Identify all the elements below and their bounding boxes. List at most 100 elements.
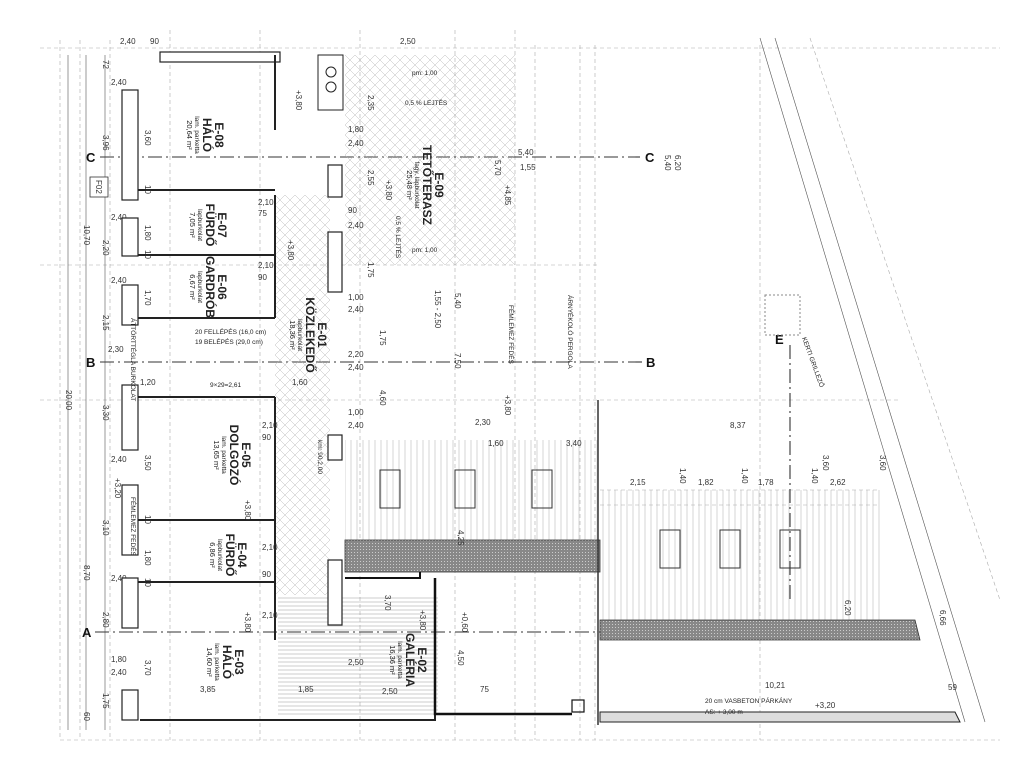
room-e04: E-04 FÜRDŐ lapburkolat 6,86 m² <box>208 534 249 577</box>
svg-text:lapburkolat: lapburkolat <box>196 209 203 241</box>
dimension-label: 1,75 <box>366 262 375 278</box>
room-e02: E-02 GALÉRIA lam. parketta 16,36 m² <box>388 633 429 687</box>
dim-chain: 1,75 <box>101 693 110 709</box>
dim-chain: 2,20 <box>101 240 110 256</box>
dimension-label: 2,50 <box>382 687 398 696</box>
level-mark: +3,20 <box>815 701 836 710</box>
dimension-label: 10,21 <box>765 681 786 690</box>
dimension-label: 2,40 <box>348 305 364 314</box>
dimension-label: 1,60 <box>292 378 308 387</box>
dim-chain: 2,80 <box>101 612 110 628</box>
svg-text:6,86 m²: 6,86 m² <box>208 542 217 568</box>
grill-outline <box>764 294 801 336</box>
parapet-level: AS: + 3,00 m <box>705 709 743 716</box>
dimension-label: 6,20 <box>843 600 852 616</box>
dimension-label: 10 <box>143 578 152 587</box>
pergola-note: ÁRNYÉKOLÓ PERGOLA <box>566 295 575 369</box>
hob-icon <box>325 81 337 93</box>
dimension-label: 2,20 <box>348 350 364 359</box>
dim-opening: 2,30 <box>108 345 124 354</box>
svg-text:KÖZLEKEDŐ: KÖZLEKEDŐ <box>303 297 318 372</box>
svg-text:20,64 m²: 20,64 m² <box>185 120 194 150</box>
dimension-label: 90 <box>258 273 267 282</box>
dimension-label: 2,10 <box>258 198 274 207</box>
dimension-label: 1,20 <box>140 378 156 387</box>
dimension-label: 1,80 <box>143 550 152 566</box>
dimension-label: 3,85 <box>200 685 216 694</box>
section-marker-a: A <box>82 625 92 640</box>
dimension-label: 5,40 <box>663 155 672 171</box>
dimension-label: 1,40 <box>740 468 749 484</box>
dimension-label: 3,60 <box>143 130 152 146</box>
dimension-label: 75 <box>258 209 267 218</box>
svg-text:16,36 m²: 16,36 m² <box>388 645 397 675</box>
slope-note: 0,5 % LEJTÉS <box>394 216 403 259</box>
skylight <box>531 469 553 509</box>
skylight <box>779 529 801 569</box>
level-mark: +3,20 <box>113 478 122 499</box>
section-marker-b: B <box>86 355 95 370</box>
dim-opening: 2,40 <box>111 276 127 285</box>
svg-text:GARDRÓB: GARDRÓB <box>203 256 218 318</box>
section-marker-b: B <box>646 355 655 370</box>
dim-top: 90 <box>150 37 159 46</box>
dimension-label: 3,50 <box>143 455 152 471</box>
hob-icon <box>325 66 337 78</box>
dimension-label: 1,75 <box>378 330 387 346</box>
svg-text:GALÉRIA: GALÉRIA <box>403 633 418 687</box>
dimension-label: 3,60 <box>821 455 830 471</box>
dimension-label: 10 <box>143 250 152 259</box>
dim-top: 2,40 <box>120 37 136 46</box>
dimension-label: 75 <box>480 685 489 694</box>
concrete-beam <box>344 539 601 573</box>
dimension-label: 1,55 - 2,50 <box>433 290 442 329</box>
dimension-label: 1,80 <box>143 225 152 241</box>
level-mark: +3,80 <box>503 395 512 416</box>
svg-text:FÜRDŐ: FÜRDŐ <box>203 204 218 247</box>
dimension-label: 1,82 <box>698 478 714 487</box>
level-mark: +3,80 <box>243 612 252 633</box>
dimension-label: 2,10 <box>258 261 274 270</box>
svg-text:lam. parketta: lam. parketta <box>193 116 200 154</box>
svg-text:lam. parketta: lam. parketta <box>220 436 227 474</box>
dim-top: 2,50 <box>400 37 416 46</box>
dimension-label: 4,25 <box>456 530 465 546</box>
parapet-note: 20 cm VASBETON PÁRKÁNY <box>705 696 793 705</box>
dimension-label: 1,55 <box>520 163 536 172</box>
dimension-label: 1,70 <box>143 290 152 306</box>
dim-total: 20,00 <box>64 390 73 411</box>
dim-chain: 2,15 <box>101 315 110 331</box>
level-mark: +4,85 <box>503 185 512 206</box>
parapet-height: pm: 1,00 <box>412 70 438 77</box>
parapet <box>599 711 961 723</box>
dimension-label: 1,85 <box>298 685 314 694</box>
room-e09: E-09 TETŐTERASZ fagy. lapburkolat 25,48 … <box>405 145 446 225</box>
svg-text:fagy. lapburkolat: fagy. lapburkolat <box>413 161 420 208</box>
svg-text:18,36 m²: 18,36 m² <box>288 320 297 350</box>
railing-note: km: 90,2,00 <box>316 440 323 474</box>
svg-text:E-02: E-02 <box>415 647 429 673</box>
level-mark: +3,80 <box>384 180 393 201</box>
svg-text:E-05: E-05 <box>239 442 253 468</box>
dim-opening: 2,40 <box>111 78 127 87</box>
dim-opening: 1,80 <box>111 655 127 664</box>
section-marker-e: E <box>775 332 784 347</box>
svg-text:E-03: E-03 <box>232 649 246 675</box>
dim-chain: 3,96 <box>101 135 110 151</box>
stairs-rise-note: 20 FELLÉPÉS (16,0 cm) <box>195 327 266 336</box>
svg-text:HÁLÓ: HÁLÓ <box>200 118 215 152</box>
dimension-label: 2,10 <box>262 421 278 430</box>
left-dimension-chains: 20,00 10,70 8,70 60 72 3,96 2,20 2,15 3,… <box>64 37 416 730</box>
dimension-label: 8,37 <box>730 421 746 430</box>
svg-text:FÜRDŐ: FÜRDŐ <box>223 534 238 577</box>
dimension-label: 5,40 <box>453 293 462 309</box>
dimension-label: 10 <box>143 185 152 194</box>
dim-chain: 3,30 <box>101 405 110 421</box>
svg-text:lapburkolat: lapburkolat <box>216 539 223 571</box>
dimension-label: 3,70 <box>383 595 392 611</box>
svg-text:lapburkolat: lapburkolat <box>296 319 303 351</box>
dimension-label: 10 <box>143 515 152 524</box>
dimension-label: 2,40 <box>348 221 364 230</box>
dimension-label: 59 <box>948 683 957 692</box>
